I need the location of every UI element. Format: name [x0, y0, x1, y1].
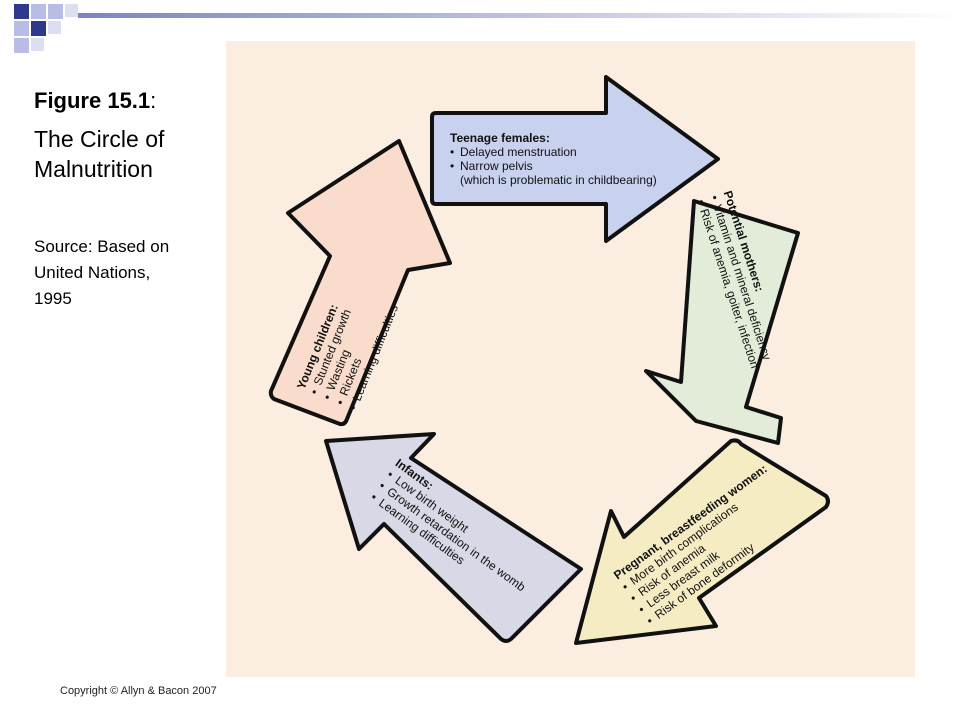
deco-square	[14, 4, 29, 19]
deco-square	[14, 21, 29, 36]
potential-mothers-arrow	[644, 199, 800, 445]
deco-square	[14, 38, 29, 53]
deco-square	[48, 4, 63, 19]
teenage-females-text: Teenage females: Delayed menstruation Na…	[450, 131, 657, 187]
teenage-females-item: Narrow pelvis	[450, 159, 657, 173]
copyright-footer: Copyright © Allyn & Bacon 2007	[60, 685, 217, 697]
corner-decoration	[14, 4, 960, 53]
figure-source: Source: Based on United Nations, 1995	[34, 237, 170, 308]
teenage-females-item-continued: (which is problematic in childbearing)	[460, 173, 657, 187]
teenage-females-heading: Teenage females:	[450, 131, 550, 145]
figure-label: Figure 15.1:	[34, 88, 157, 113]
deco-square	[65, 4, 78, 17]
deco-square	[31, 38, 44, 51]
teenage-females-item: Delayed menstruation	[450, 145, 657, 159]
deco-square	[48, 21, 61, 34]
young-children-arrow	[268, 139, 452, 427]
deco-square	[31, 21, 46, 36]
top-bar	[78, 13, 960, 18]
diagram-panel: Teenage females: Delayed menstruation Na…	[226, 41, 915, 677]
deco-square	[31, 4, 46, 19]
